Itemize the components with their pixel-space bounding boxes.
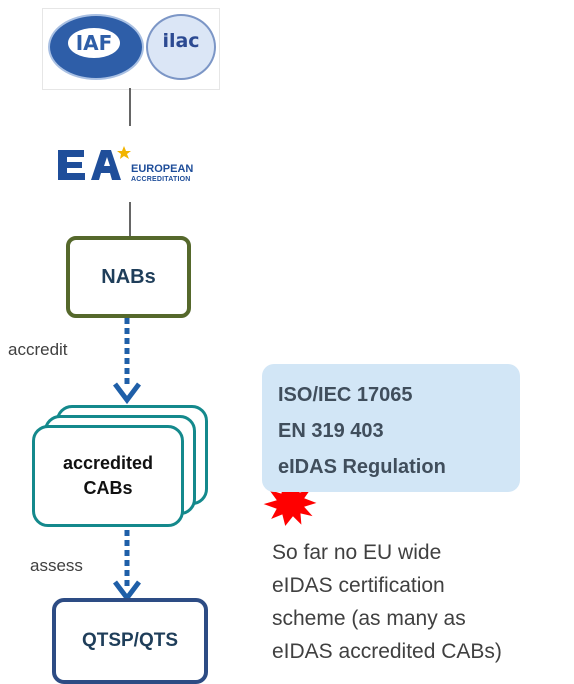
note-line4: eIDAS accredited CABs) xyxy=(272,640,502,663)
ilac-logo xyxy=(146,14,216,80)
cabs-label-line1: accredited xyxy=(62,453,154,473)
standards-line3: eIDAS Regulation xyxy=(278,456,446,478)
cabs-label-line2: CABs xyxy=(83,478,133,498)
standards-box xyxy=(262,364,520,492)
ea-logo-mark xyxy=(58,146,131,180)
standards-line1: ISO/IEC 17065 xyxy=(278,384,413,406)
nabs-node: NABs xyxy=(66,236,191,318)
qtsp-node: QTSP/QTS xyxy=(52,598,208,684)
certification-note: So far no EU wide eIDAS certification sc… xyxy=(272,536,572,668)
iaf-logo-text: IAF xyxy=(68,28,120,58)
ea-logo-text-line1: EUROPEAN xyxy=(131,163,194,175)
arrow-accredit-head xyxy=(113,382,141,405)
note-line2: eIDAS certification xyxy=(272,574,445,597)
accredit-label: accredit xyxy=(8,340,68,359)
note-line1: So far no EU wide xyxy=(272,541,442,564)
nabs-label: NABs xyxy=(101,265,156,288)
note-line3: scheme (as many as xyxy=(272,607,466,630)
ilac-logo-text: ilac xyxy=(162,30,200,52)
cabs-node: accredited CABs xyxy=(32,425,184,527)
standards-line2: EN 319 403 xyxy=(278,420,384,442)
qtsp-label: QTSP/QTS xyxy=(81,630,179,651)
ea-logo-text-line2: ACCREDITATION xyxy=(131,176,191,183)
assess-label: assess xyxy=(30,556,83,575)
